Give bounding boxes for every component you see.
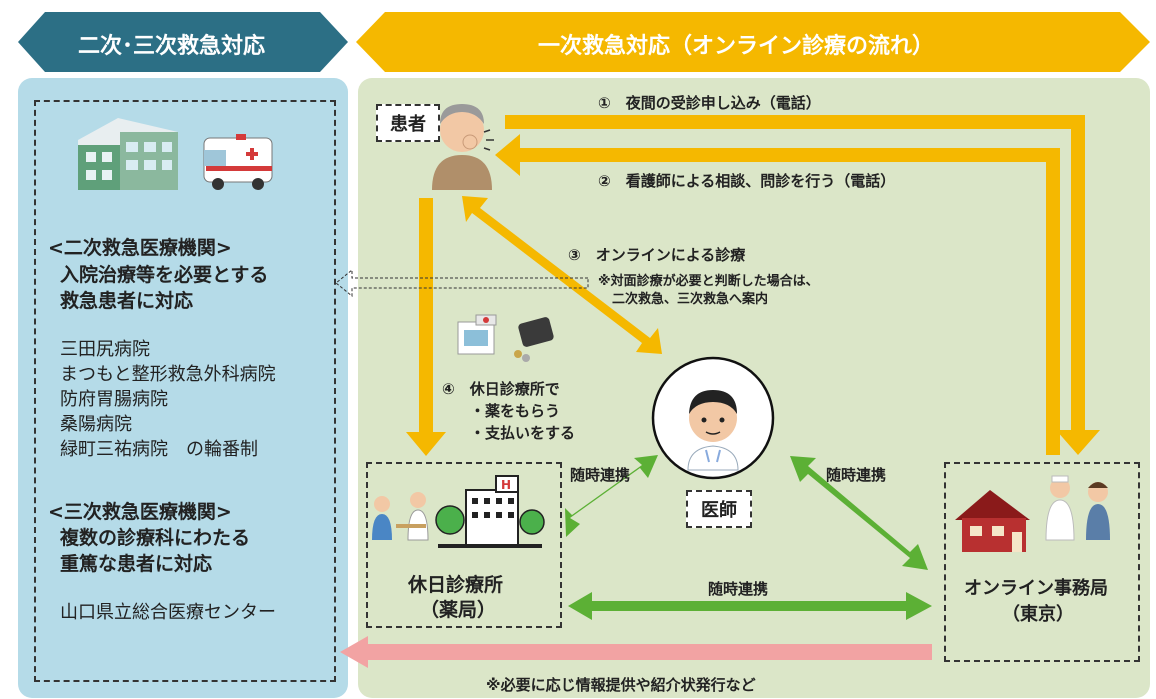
nurse-icon <box>1045 475 1110 541</box>
hospital-2: まつもと整形救急外科病院 <box>60 364 276 385</box>
coop-clinic-office-arrow <box>568 592 932 620</box>
patient-label: 患者 <box>376 104 440 142</box>
hospital-building-icon <box>78 118 178 190</box>
dashed-referral-arrow <box>335 268 589 298</box>
bottom-note: ※必要に応じ情報提供や紹介状発行など <box>486 676 756 694</box>
hospital-3: 防府胃腸病院 <box>60 389 168 410</box>
step1-text: ① 夜間の受診申し込み（電話） <box>598 94 821 112</box>
hospital-4: 桑陽病院 <box>60 414 132 435</box>
coop-left-label: 随時連携 <box>570 466 631 484</box>
clinic-sub: （薬局） <box>420 599 497 621</box>
clinic-box <box>366 462 562 628</box>
clinic-building-icon: H <box>435 475 545 548</box>
left-content-box <box>34 100 336 682</box>
clinic-name: 休日診療所 <box>408 574 504 596</box>
wallet-icon <box>514 317 554 362</box>
coop-doctor-office-arrow <box>790 456 928 570</box>
office-box <box>944 462 1140 662</box>
referral-arrow <box>340 636 932 668</box>
tertiary-desc-1: 複数の診療科にわたる <box>60 527 251 549</box>
right-header-title: 一次救急対応（オンライン診療の流れ） <box>538 34 935 59</box>
left-header-arrow <box>18 12 348 72</box>
secondary-desc-2: 救急患者に対応 <box>60 290 194 312</box>
doctor-label: 医師 <box>686 490 752 528</box>
consultation-people-icon <box>372 492 429 541</box>
step3-note-2: 二次救急、三次救急へ案内 <box>612 292 769 307</box>
tertiary-desc-2: 重篤な患者に対応 <box>60 553 213 575</box>
right-header-arrow <box>356 12 1150 72</box>
medicine-bag-icon <box>457 314 497 355</box>
left-header-title: 二次･三次救急対応 <box>78 34 266 59</box>
office-house-icon <box>955 490 1030 552</box>
office-name: オンライン事務局 <box>964 578 1108 599</box>
tertiary-title: <三次救急医療機関> <box>48 501 232 523</box>
step4-item-a: ・薬をもらう <box>470 402 561 420</box>
coop-right-label: 随時連携 <box>826 466 887 484</box>
ambulance-icon <box>203 134 273 190</box>
coop-bottom-label: 随時連携 <box>708 580 769 598</box>
step3-arrow <box>462 196 662 354</box>
coop-clinic-doctor-arrow <box>565 455 658 537</box>
secondary-title: <二次救急医療機関> <box>48 237 232 259</box>
left-panel-bg <box>18 78 348 698</box>
office-sub: （東京） <box>1002 604 1074 625</box>
tertiary-center: 山口県立総合医療センター <box>60 602 276 623</box>
step4-arrow <box>406 198 446 456</box>
step4-item-b: ・支払いをする <box>470 424 576 442</box>
doctor-icon <box>687 390 739 471</box>
secondary-desc-1: 入院治療等を必要とする <box>60 264 269 286</box>
hospital-1: 三田尻病院 <box>60 339 150 360</box>
patient-coughing-icon <box>432 104 494 190</box>
step4-text: ④ 休日診療所で <box>442 380 560 398</box>
step3-text: ③ オンラインによる診療 <box>568 246 746 264</box>
hospital-5: 緑町三祐病院 の輪番制 <box>60 439 258 460</box>
svg-text:H: H <box>501 478 511 492</box>
step2-text: ② 看護師による相談、問診を行う（電話） <box>598 172 896 190</box>
step3-note-1: ※対面診療が必要と判断した場合は、 <box>598 274 819 289</box>
